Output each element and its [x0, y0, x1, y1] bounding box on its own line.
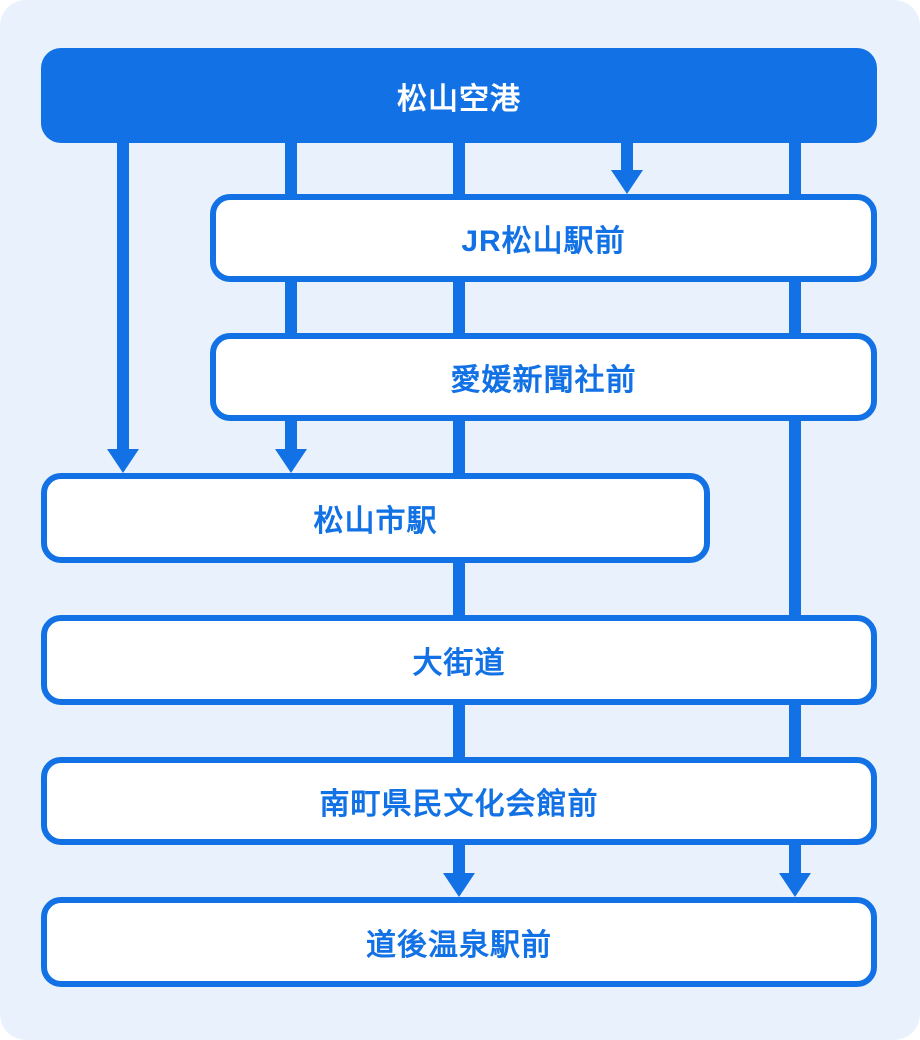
node-dogo-onsen-ekimae: 道後温泉駅前 [41, 897, 877, 987]
node-matsuyama-shieki: 松山市駅 [41, 473, 710, 563]
connector-airport-to-shieki [117, 143, 129, 449]
connector-shieki-to-okaido-lane3 [453, 563, 465, 615]
connector-minamimachi-to-dogo-lane5 [789, 845, 801, 873]
connector-okaido-to-minamimachi-lane3 [453, 705, 465, 757]
arrowhead-into-dogo-left [443, 873, 475, 897]
node-minamimachi-kenmin-bunka-kaikan-mae: 南町県民文化会館前 [41, 757, 877, 845]
arrowhead-into-matsuyama-shieki-right [275, 449, 307, 473]
connector-airport-to-jr-lane2 [285, 143, 297, 194]
node-okaido: 大街道 [41, 615, 877, 705]
connector-ehime-to-shieki-lane2 [285, 421, 297, 449]
node-matsuyama-airport: 松山空港 [41, 48, 877, 143]
connector-minamimachi-to-dogo-lane3 [453, 845, 465, 873]
connector-ehime-to-okaido-lane5 [789, 421, 801, 615]
connector-airport-to-jr-lane5 [789, 143, 801, 194]
node-jr-matsuyama-ekimae: JR松山駅前 [210, 194, 877, 282]
arrowhead-into-dogo-right [779, 873, 811, 897]
connector-jr-to-ehime-lane2 [285, 282, 297, 333]
connector-ehime-to-shieki-lane3 [453, 421, 465, 473]
node-ehime-shimbunsha-mae: 愛媛新聞社前 [210, 333, 877, 421]
connector-airport-to-jr-lane3 [453, 143, 465, 194]
connector-jr-to-ehime-lane3 [453, 282, 465, 333]
connector-airport-to-jr-lane4 [621, 143, 633, 170]
arrowhead-into-matsuyama-shieki-left [107, 449, 139, 473]
connector-okaido-to-minamimachi-lane5 [789, 705, 801, 757]
arrowhead-into-jr [611, 170, 643, 194]
connector-jr-to-ehime-lane5 [789, 282, 801, 333]
